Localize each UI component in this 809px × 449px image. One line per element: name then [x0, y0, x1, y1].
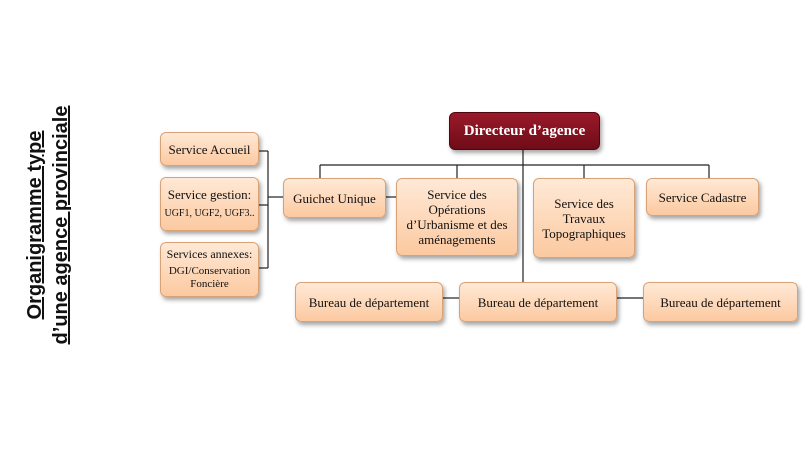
service-urbanisme-line1: Service des	[427, 187, 487, 202]
service-cadastre-label: Service Cadastre	[658, 189, 747, 205]
service-gestion-box: Service gestion: UGF1, UGF2, UGF3..	[160, 177, 259, 231]
service-gestion-title: Service gestion:	[167, 187, 252, 202]
service-guichet-label: Guichet Unique	[293, 190, 376, 206]
service-accueil-box: Service Accueil	[160, 132, 259, 166]
service-travaux-line2: Travaux	[562, 210, 606, 226]
service-travaux-line3: Topographiques	[542, 225, 626, 241]
bureau-right-box: Bureau de département	[643, 282, 798, 322]
service-travaux-box: Service des Travaux Topographiques	[533, 178, 635, 258]
service-urbanisme-box: Service des Opérations d’Urbanisme et de…	[396, 178, 518, 256]
bureau-left-box: Bureau de département	[295, 282, 443, 322]
service-accueil-label: Service Accueil	[168, 141, 251, 157]
service-urbanisme-line3: d’Urbanisme et des	[406, 217, 508, 232]
director-label: Directeur d’agence	[463, 122, 586, 139]
director-box: Directeur d’agence	[449, 112, 600, 150]
bureau-center-box: Bureau de département	[459, 282, 617, 322]
service-annexes-box: Services annexes: DGI/Conservation Fonci…	[160, 242, 259, 297]
service-urbanisme-line2: Opérations	[428, 202, 486, 217]
service-cadastre-box: Service Cadastre	[646, 178, 759, 216]
service-urbanisme-line4: aménagements	[418, 232, 496, 247]
service-annexes-line3: Foncière	[190, 278, 229, 290]
service-travaux-line1: Service des	[554, 195, 614, 211]
bureau-right-label: Bureau de département	[660, 294, 781, 310]
bureau-center-label: Bureau de département	[477, 294, 599, 310]
service-annexes-line2: DGI/Conservation	[168, 265, 251, 277]
service-guichet-box: Guichet Unique	[283, 178, 386, 218]
service-gestion-units: UGF1, UGF2, UGF3..	[164, 208, 255, 219]
bureau-left-label: Bureau de département	[308, 294, 430, 310]
service-annexes-title: Services annexes:	[166, 247, 253, 261]
